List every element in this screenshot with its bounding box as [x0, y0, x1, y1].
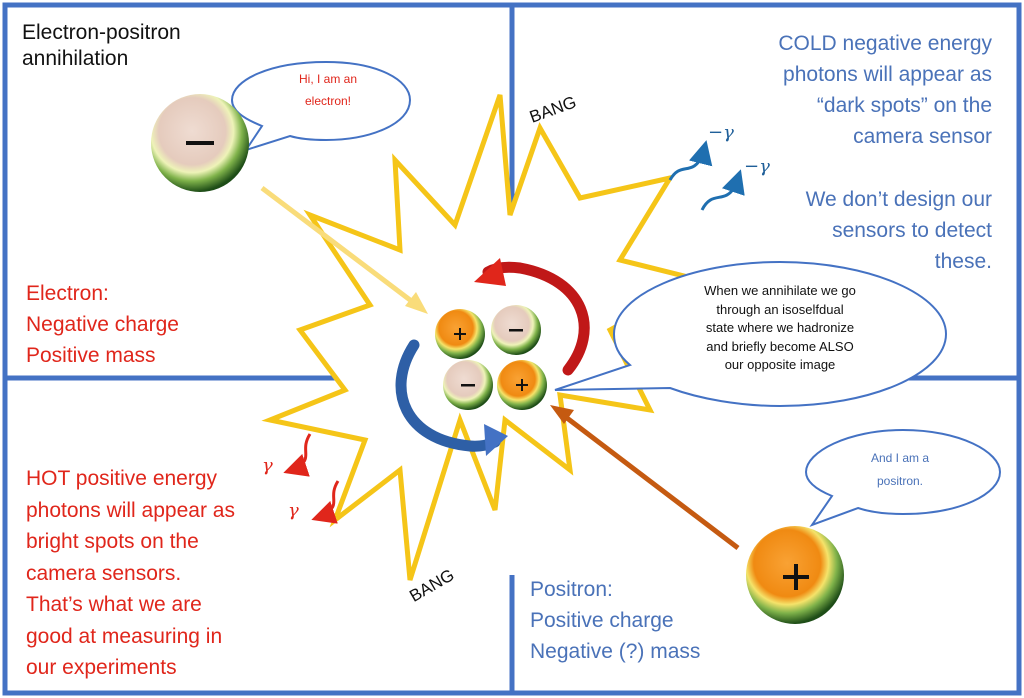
small-electron-sphere-2: [443, 360, 493, 410]
wavy-photon-icon: [668, 140, 713, 181]
wavy-photon-icon: [283, 433, 312, 477]
positron-approach-arrow: [550, 405, 740, 550]
electron-approach-arrow: [260, 186, 428, 314]
blue-rotation-arrow: [395, 339, 508, 456]
cold-photons-text: COLD negative energy photons will appear…: [778, 32, 992, 148]
hot-photons-text: HOT positive energy photons will appear …: [26, 467, 235, 679]
small-positron-sphere-1: [435, 309, 485, 359]
electron-bubble-text: Hi, I am an electron!: [298, 72, 358, 108]
positron-bubble-text: And I am a positron.: [870, 451, 930, 488]
electron-sphere-icon: [151, 94, 249, 192]
red-rotation-arrow: [474, 258, 590, 376]
wavy-photon-icon: [700, 169, 745, 211]
negative-photon-label: −γ: [744, 156, 770, 177]
positive-photon-label: γ: [262, 455, 273, 476]
positron-speech-bubble: [804, 428, 1002, 528]
center-speech-bubble: [554, 260, 948, 408]
electron-properties: Electron: Negative charge Positive mass: [26, 282, 179, 367]
center-bubble-text: When we annihilate we go through an isos…: [704, 283, 856, 373]
negative-photon-label: −γ: [708, 122, 734, 143]
wavy-photon-icon: [311, 480, 340, 524]
electron-speech-bubble: [230, 60, 412, 152]
positron-sphere-icon: [746, 526, 844, 624]
sensor-design-text: We don’t design our sensors to detect th…: [805, 188, 992, 273]
small-positron-sphere-2: [497, 360, 547, 410]
positive-photon-label: γ: [288, 500, 299, 521]
small-electron-sphere-1: [491, 305, 541, 355]
positron-properties: Positron: Positive charge Negative (?) m…: [530, 578, 701, 663]
diagram-title: Electron-positron annihilation: [22, 21, 181, 70]
